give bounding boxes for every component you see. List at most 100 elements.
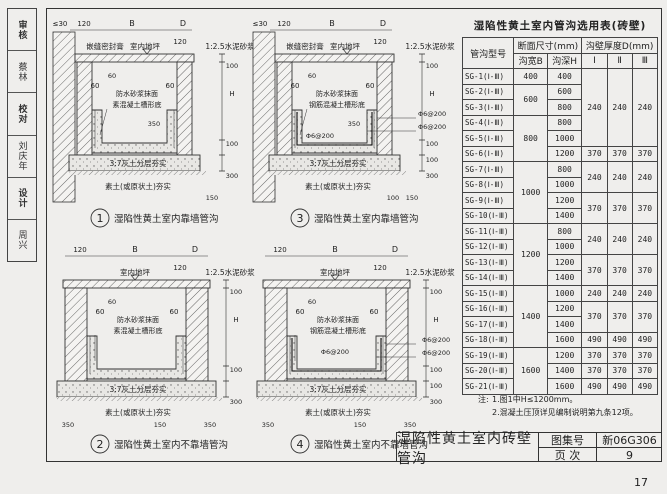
label-d60b: 60 — [96, 308, 105, 316]
cell-thickness-3: 370 — [631, 362, 659, 379]
leader-line — [99, 108, 108, 136]
trench-wall-right — [385, 287, 409, 382]
cell-thickness-1: 370 — [581, 347, 608, 364]
label-mortar: 1:2.5水泥砂浆 — [405, 41, 455, 51]
cell-type: SG-15(Ⅰ-Ⅲ) — [461, 285, 515, 302]
cell-depth: 400 — [546, 68, 583, 85]
floor-level-icon — [330, 274, 340, 281]
detail-number: 2 — [97, 438, 104, 451]
cell-thickness-3: 370 — [631, 254, 659, 286]
atlas-number: 新06G306 — [596, 433, 662, 448]
label-soil: 素土(或原状土)夯实 — [105, 181, 171, 191]
cell-thickness-1: 490 — [581, 378, 608, 395]
cell-depth: 1400 — [546, 316, 583, 333]
notes: 注:1.图1中H≤1200mm。 2.混凝土压顶详见编制说明第九条12项。 — [478, 393, 638, 419]
label-d100b: 100 — [426, 140, 438, 148]
detail-number-circle — [290, 208, 310, 228]
label-w120: 120 — [273, 246, 286, 254]
table-row: SG-5(Ⅰ-Ⅲ)1000 — [461, 130, 658, 147]
label-soil: 素土(或原状土)夯实 — [105, 407, 171, 417]
label-d60a: 60 — [108, 298, 116, 306]
ground-hatch — [69, 171, 206, 175]
trench-wall-left — [64, 287, 88, 382]
label-b: B — [132, 245, 138, 254]
label-r2: Φ6@200 — [418, 110, 446, 118]
cell-thickness-3: 240 — [631, 161, 659, 193]
table-row: SG-10(Ⅰ-Ⅲ)1400 — [461, 207, 658, 224]
detail-caption: 湿陷性黄土室内靠墙管沟 — [114, 213, 219, 225]
trench-wall-left — [76, 61, 93, 156]
table-row: SG-3(Ⅰ-Ⅲ)800 — [461, 99, 658, 116]
cell-thickness-2: 370 — [606, 362, 633, 379]
label-d100b: 100 — [226, 140, 238, 148]
cell-thickness-2: 370 — [606, 145, 633, 162]
cell-thickness-1: 370 — [581, 145, 608, 162]
label-r1: Φ6@200 — [306, 132, 334, 140]
trench-wall-left — [276, 61, 293, 156]
label-r3: Φ6@200 — [422, 349, 450, 357]
label-d300: 300 — [426, 172, 438, 180]
label-d60a: 60 — [308, 72, 316, 80]
cell-depth: 600 — [546, 83, 583, 100]
label-base: 素混凝土槽形底 — [114, 326, 163, 335]
label-dim350: 350 — [348, 120, 360, 128]
cell-width: 1600 — [513, 347, 548, 395]
label-d100c: 100 — [426, 156, 438, 164]
header-t2: Ⅱ — [606, 52, 633, 69]
cover-slab — [62, 279, 211, 289]
label-soil: 素土(或原状土)夯实 — [305, 407, 371, 417]
label-top120: 120 — [373, 38, 386, 46]
label-d60a: 60 — [108, 72, 116, 80]
label-top120: 120 — [173, 38, 186, 46]
label-w120: 120 — [73, 246, 86, 254]
signature-name: 蔡林 — [8, 51, 36, 94]
label-d100c: 100 — [430, 382, 442, 390]
label-sealant: 嵌缝密封膏 — [286, 41, 324, 51]
cell-width: 1000 — [513, 161, 548, 224]
concrete-channel-base — [286, 335, 387, 380]
cell-width: 400 — [513, 68, 548, 85]
cell-type: SG-3(Ⅰ-Ⅲ) — [461, 99, 515, 116]
label-floor: 室内地坪 — [330, 41, 360, 51]
label-l350: 350 — [62, 421, 74, 429]
label-soil: 素土(或原状土)夯实 — [305, 181, 371, 191]
existing-wall — [252, 31, 276, 203]
page-number: 17 — [634, 476, 648, 489]
ground-hatch — [269, 171, 406, 175]
label-d: D — [380, 19, 386, 28]
cell-type: SG-20(Ⅰ-Ⅲ) — [461, 362, 515, 379]
label-b: B — [329, 19, 335, 28]
cell-width: 1200 — [513, 223, 548, 286]
label-d60c: 60 — [366, 82, 375, 90]
label-dim350: 350 — [148, 120, 160, 128]
cell-type: SG-12(Ⅰ-Ⅲ) — [461, 238, 515, 255]
label-base: 钢筋混凝土槽形底 — [309, 100, 365, 109]
note-1: 1.图1中H≤1200mm。 — [492, 395, 578, 404]
cell-thickness-2: 490 — [606, 331, 633, 348]
cell-type: SG-4(Ⅰ-Ⅲ) — [461, 114, 515, 131]
header-t3: Ⅲ — [631, 52, 659, 69]
cell-depth: 800 — [546, 223, 583, 240]
label-lining: 防水砂浆抹面 — [317, 315, 359, 324]
cell-thickness-3: 490 — [631, 331, 659, 348]
cell-depth: 1000 — [546, 130, 583, 147]
label-d60c: 60 — [166, 82, 175, 90]
cover-slab — [274, 53, 395, 63]
cell-thickness-1: 370 — [581, 192, 608, 224]
label-base: 素混凝土槽形底 — [113, 100, 162, 109]
ground-hatch — [257, 397, 422, 401]
label-d: D — [180, 19, 186, 28]
drawing-frame — [46, 8, 662, 462]
cell-type: SG-7(Ⅰ-Ⅲ) — [461, 161, 515, 178]
cell-depth: 1000 — [546, 238, 583, 255]
cell-thickness-2: 240 — [606, 68, 633, 147]
cell-type: SG-2(Ⅰ-Ⅲ) — [461, 83, 515, 100]
cell-thickness-3: 240 — [631, 68, 659, 147]
label-top120: 120 — [373, 264, 386, 272]
